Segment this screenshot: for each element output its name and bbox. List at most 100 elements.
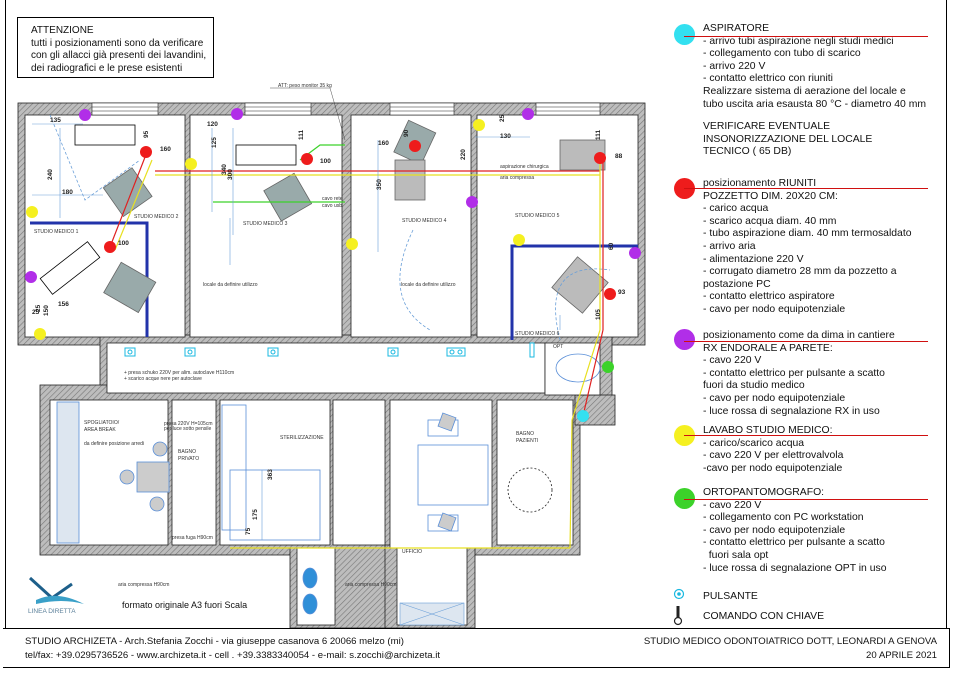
svg-text:111: 111	[595, 129, 602, 140]
svg-text:75: 75	[245, 527, 252, 535]
legend-line: INSONORIZZAZIONE DEL LOCALE	[703, 133, 873, 145]
svg-text:363: 363	[267, 469, 274, 480]
legend-rule	[684, 435, 928, 436]
key-switch-icon	[673, 606, 683, 626]
legend-line: - luce rossa di segnalazione RX in uso	[703, 405, 880, 417]
legend-line: fuori da studio medico	[703, 380, 805, 392]
attention-line: tutti i posizionamenti sono da verificar…	[31, 37, 204, 49]
legend-line: - arrivo 220 V	[703, 60, 766, 72]
legend-title: posizionamento come da dima in cantiere	[703, 330, 895, 341]
svg-text:BAGNO: BAGNO	[516, 431, 534, 437]
rx-markers	[25, 108, 641, 283]
legend-aspiratore: ASPIRATORE - arrivo tubi aspirazione neg…	[674, 23, 945, 159]
room-studio-medico-4: STUDIO MEDICO 4	[402, 218, 447, 224]
legend-line: - cavo per nodo equipotenziale	[703, 392, 846, 404]
svg-text:cavo usb: cavo usb	[322, 203, 342, 209]
legend-lavabo: LAVABO STUDIO MEDICO: - carico/scarico a…	[674, 425, 945, 475]
legend-line: - cavo 220 V	[703, 499, 762, 511]
legend-line: - cavo 220 V per elettrovalvola	[703, 450, 844, 462]
svg-text:350: 350	[376, 179, 383, 190]
legend-title: ORTOPANTOMOGRAFO:	[703, 487, 825, 498]
windows	[91, 102, 601, 626]
legend-line: - tubo aspirazione diam. 40 mm termosald…	[703, 228, 912, 240]
svg-text:90: 90	[403, 129, 410, 137]
legend-line: - collegamento con PC workstation	[703, 512, 864, 524]
plan-notes: ATT: peso monitor 35 kg aspirazione chir…	[118, 83, 549, 588]
attention-title: ATTENZIONE	[31, 25, 94, 36]
svg-text:130: 130	[500, 133, 511, 140]
svg-text:100: 100	[320, 158, 331, 165]
svg-text:ATT: peso monitor 35 kg: ATT: peso monitor 35 kg	[278, 83, 332, 89]
legend-line: - corrugato diametro 28 mm da pozzetto a	[703, 266, 897, 278]
svg-text:LINEA DIRETTA: LINEA DIRETTA	[28, 608, 76, 615]
svg-text:111: 111	[298, 129, 305, 140]
legend-line: - contatto elettrico per pulsante a scat…	[703, 367, 885, 379]
project-date: 20 APRILE 2021	[866, 650, 937, 661]
legend-line: - contatto elettrico aspiratore	[703, 291, 835, 303]
aspiratore-dot-icon	[674, 24, 695, 45]
svg-text:UFFICIO: UFFICIO	[402, 549, 422, 555]
attention-line: dei radiografici e le prese esistenti	[31, 62, 183, 74]
svg-text:SPOGLIATOIO/: SPOGLIATOIO/	[84, 420, 120, 426]
room-labels: STUDIO MEDICO 1 STUDIO MEDICO 2 STUDIO M…	[34, 213, 563, 555]
svg-text:per luce sotto pensile: per luce sotto pensile	[164, 426, 211, 432]
svg-text:aria compressa H90cm: aria compressa H90cm	[118, 582, 169, 588]
svg-text:aria compressa: aria compressa	[500, 175, 534, 181]
room-studio-medico-3: STUDIO MEDICO 3	[243, 221, 288, 227]
svg-text:presa fuga H90cm: presa fuga H90cm	[172, 535, 213, 541]
svg-text:60: 60	[608, 242, 615, 250]
legend-rx: posizionamento come da dima in cantiere …	[674, 329, 945, 418]
svg-text:cavo rete: cavo rete	[322, 196, 343, 202]
svg-text:93: 93	[618, 289, 626, 296]
svg-text:300: 300	[227, 169, 234, 180]
legend-ortopantomografo: ORTOPANTOMOGRAFO: - cavo 220 V - collega…	[674, 487, 945, 575]
legend-line: TECNICO ( 65 DB)	[703, 146, 792, 158]
legend-line: - arrivo tubi aspirazione negli studi me…	[703, 35, 894, 47]
legend-comando-chiave: COMANDO CON CHIAVE	[703, 611, 825, 622]
legend-rule	[684, 499, 928, 500]
svg-text:180: 180	[62, 189, 73, 196]
linea-diretta-logo: LINEA DIRETTA	[28, 576, 84, 615]
svg-text:88: 88	[615, 153, 623, 160]
project-title: STUDIO MEDICO ODONTOIATRICO DOTT, LEONAR…	[643, 636, 937, 647]
svg-text:da definire posizione arredi: da definire posizione arredi	[84, 441, 144, 447]
attention-note: ATTENZIONE tutti i posizionamenti sono d…	[17, 17, 214, 78]
riunito-markers	[104, 140, 616, 300]
room-studio-medico-5: STUDIO MEDICO 5	[515, 213, 560, 219]
legend-line: - arrivo aria	[703, 240, 756, 252]
attention-line: con gli allacci già presenti dei lavandi…	[31, 50, 207, 61]
pulsante-icon	[673, 588, 685, 600]
svg-text:+ scarico acque nere per autoc: + scarico acque nere per autoclave	[124, 376, 202, 382]
legend-line: - collegamento con tubo di scarico	[703, 48, 861, 60]
svg-text:BAGNO: BAGNO	[178, 449, 196, 455]
svg-text:125: 125	[211, 137, 218, 148]
svg-text:135: 135	[50, 117, 61, 124]
studio-contacts: tel/fax: +39.0295736526 - www.archizeta.…	[25, 650, 441, 661]
legend-line: - cavo 220 V	[703, 355, 762, 367]
legend-rule	[684, 341, 928, 342]
svg-text:120: 120	[207, 121, 218, 128]
legend-line: -cavo per nodo equipotenziale	[703, 462, 843, 474]
legend-line: fuori sala opt	[703, 549, 769, 561]
legend-line: - contatto elettrico per pulsante a scat…	[703, 537, 885, 549]
room-studio-medico-1: STUDIO MEDICO 1	[34, 229, 79, 235]
svg-text:100: 100	[118, 240, 129, 247]
legend-riuniti: posizionamento RIUNITI POZZETTO DIM. 20X…	[674, 178, 945, 317]
svg-text:PRIVATO: PRIVATO	[178, 456, 199, 462]
svg-text:150: 150	[43, 305, 50, 316]
lavabo-markers	[26, 119, 525, 340]
dimension-labels: 135 240 180 156 150 25 95 160 100 120 12…	[32, 114, 626, 535]
legend-line: - carico acqua	[703, 203, 769, 215]
svg-text:340: 340	[221, 164, 228, 175]
plan-markers	[25, 108, 641, 422]
opt-marker	[602, 361, 614, 373]
title-block: STUDIO ARCHIZETA - Arch.Stefania Zocchi …	[3, 628, 950, 668]
dimension-lines	[32, 123, 561, 540]
legend-pulsante: PULSANTE	[703, 591, 758, 602]
svg-text:aspirazione chirurgica: aspirazione chirurgica	[500, 164, 549, 170]
legend-line: VERIFICARE EVENTUALE	[703, 121, 831, 133]
legend-title: posizionamento RIUNITI	[703, 178, 817, 189]
room-studio-medico-6: STUDIO MEDICO 6	[515, 331, 560, 337]
svg-text:156: 156	[58, 301, 69, 308]
legend-title: LAVABO STUDIO MEDICO:	[703, 425, 833, 436]
